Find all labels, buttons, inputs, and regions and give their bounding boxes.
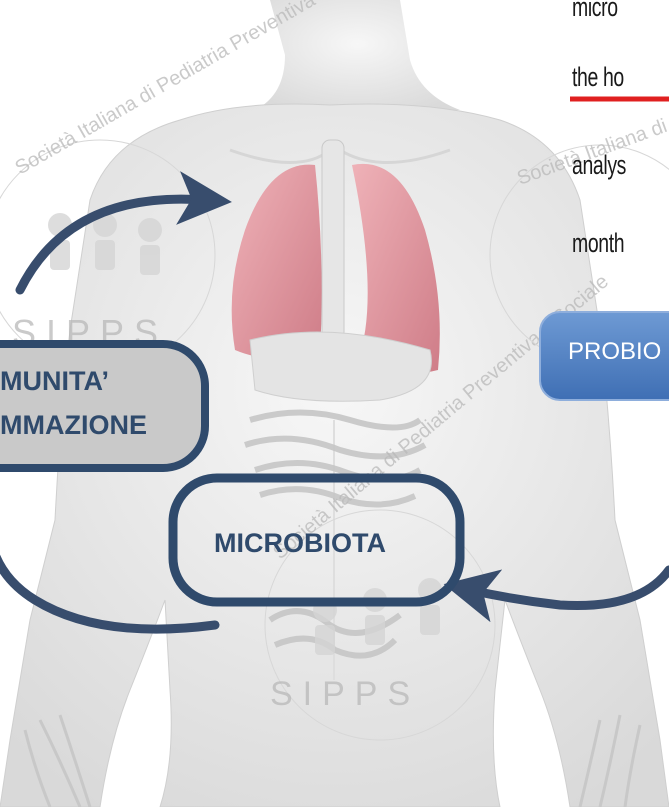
microbiota-label: MICROBIOTA	[214, 528, 386, 559]
right-text-fragment: micro the ho analys month	[572, 0, 669, 300]
text-line-2: the ho	[572, 62, 624, 93]
text-line-1: micro	[572, 0, 618, 23]
immunity-inflammation-box	[0, 344, 205, 468]
watermark-logo-center: SIPPS	[270, 675, 420, 713]
immunity-label-line2: MMAZIONE	[0, 410, 147, 441]
text-line-3: analys	[572, 150, 626, 181]
probiotics-label: PROBIO	[568, 338, 661, 366]
text-line-4: month	[572, 228, 624, 259]
immunity-label-line1: MUNITA’	[0, 366, 109, 397]
